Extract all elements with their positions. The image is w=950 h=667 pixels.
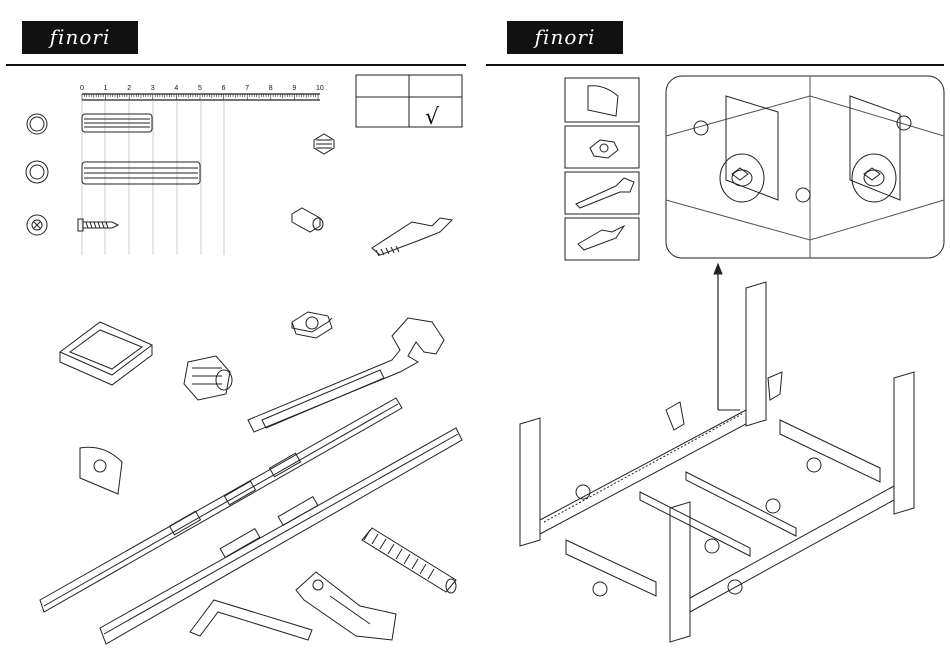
part-box-foot (565, 218, 639, 260)
callout-markers (576, 116, 911, 596)
long-dowel-icon (82, 162, 200, 184)
threaded-insert-large-icon (184, 356, 232, 400)
large-washer-icon (26, 161, 48, 183)
cam-bolt-icon (292, 208, 323, 232)
screw-icon (78, 219, 118, 231)
square-pad-icon (60, 322, 152, 385)
measuring-ruler: 0 1 2 3 4 5 6 7 8 9 10 (80, 85, 324, 100)
adjustable-foot-icon (372, 218, 452, 256)
ruler-label: 0 (80, 85, 84, 92)
check-table (356, 75, 462, 127)
ruler-label: 7 (245, 85, 249, 92)
corner-bracket-icon (80, 447, 122, 494)
hex-nut-icon (292, 312, 332, 338)
small-washer-icon (27, 114, 47, 134)
ruler-label: 3 (151, 85, 155, 92)
part-box-nut (565, 126, 639, 168)
wrench-icon (248, 318, 444, 432)
allen-key-icon (190, 600, 312, 640)
ruler-label: 5 (198, 85, 202, 92)
detail-arrow (714, 264, 740, 410)
ruler-label: 4 (174, 85, 178, 92)
threaded-rod-icon (362, 528, 456, 593)
check-mark: √ (425, 105, 440, 130)
ruler-label: 6 (222, 85, 226, 92)
screw-head-icon (27, 215, 47, 235)
assembly-illustration (480, 0, 950, 667)
ruler-label: 2 (127, 85, 131, 92)
ruler-label: 1 (104, 85, 108, 92)
ruler-label: 8 (269, 85, 273, 92)
table-frame (520, 282, 914, 642)
assembly-page: finori (480, 0, 950, 667)
part-box-bracket (565, 78, 639, 122)
part-box-wrench (565, 172, 639, 214)
small-dowel-icon (82, 114, 152, 132)
detail-panel (666, 76, 944, 258)
ruler-label: 10 (316, 85, 324, 92)
ruler-label: 9 (292, 85, 296, 92)
drawer-slide-rail-icon (100, 428, 462, 644)
threaded-insert-icon (314, 134, 334, 154)
parts-illustration: 0 1 2 3 4 5 6 7 8 9 10 (0, 0, 470, 667)
